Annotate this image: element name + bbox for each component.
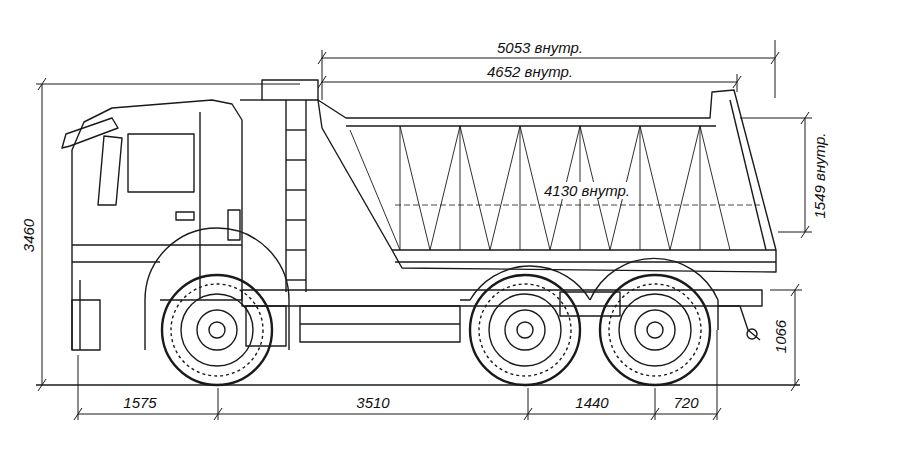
ladder — [262, 80, 318, 292]
body-height-dimension — [740, 112, 812, 238]
dimension-label: 1440 — [573, 394, 610, 411]
dimension-label: 3460 — [21, 216, 38, 253]
dimension-label: 4130 внутр. — [542, 182, 632, 199]
cab — [62, 100, 289, 350]
ground-line — [36, 384, 800, 385]
dimension-label: 5053 внутр. — [495, 39, 585, 56]
dimension-label: 1575 — [121, 394, 158, 411]
dimension-label: 1549 внутр. — [812, 130, 829, 220]
height-dimension — [36, 78, 300, 391]
wheels — [162, 275, 710, 385]
dimension-label: 3510 — [354, 394, 391, 411]
dimension-label: 720 — [671, 394, 700, 411]
loading-height-dimension — [770, 284, 802, 391]
dump-body — [318, 90, 776, 272]
dimension-label: 4652 внутр. — [485, 63, 575, 80]
dimension-label: 1066 — [773, 317, 790, 354]
